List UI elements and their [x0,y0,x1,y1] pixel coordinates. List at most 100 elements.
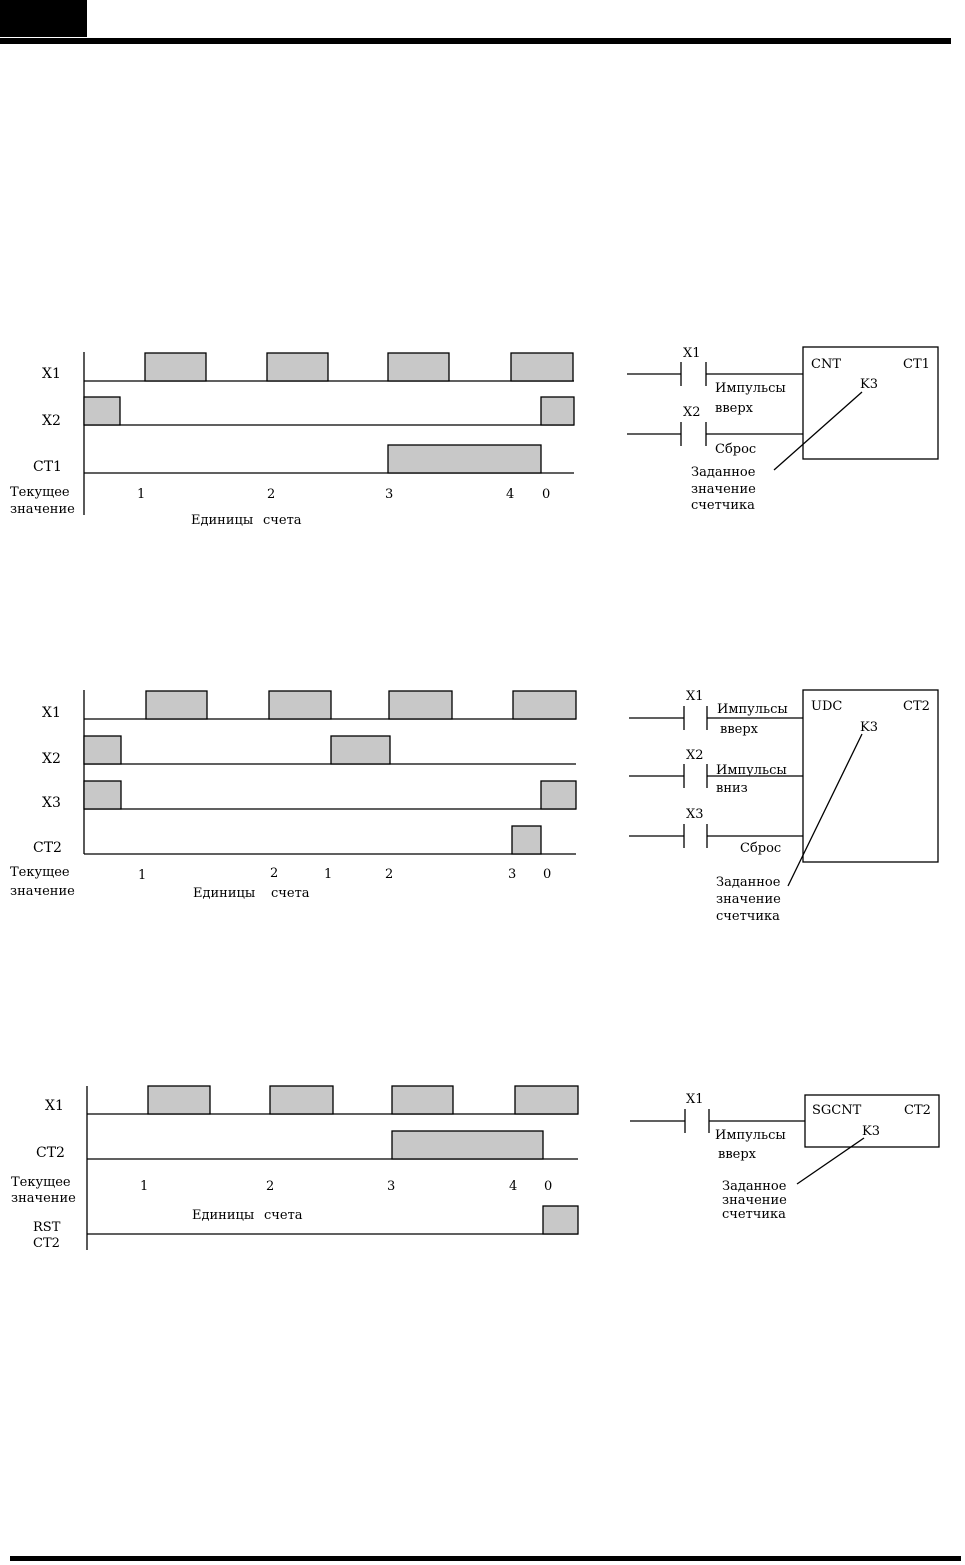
count-value: 1 [140,1179,148,1194]
pulse-ct1 [387,444,542,474]
input-label-reset: Сброс [715,442,756,457]
contact-label-x1: X1 [686,689,704,704]
reset-label: RST [33,1220,61,1235]
contact-label-x1: X1 [686,1092,704,1107]
header-corner-block [0,0,87,37]
ladder-sgcnt: X1 Импульсы вверх SGCNT CT2 K3 Заданное … [630,1092,940,1222]
counter-block-udc [802,689,939,863]
contact-label-x1: X1 [683,346,701,361]
counter-name: CT2 [904,1103,931,1118]
units-label: Единицы [192,1208,254,1223]
counter-block-sgcnt [804,1094,940,1148]
signal-label-ct1: CT1 [33,459,62,475]
preset-value: K3 [862,1124,880,1139]
ladder-cnt: X1 Импульсы вверх X2 Сброс CNT CT1 K3 За… [627,346,939,513]
pulse-x1 [269,1085,334,1115]
preset-note: Заданное [722,1179,787,1194]
count-value: 1 [324,867,332,882]
block-type: UDC [811,699,842,714]
pulse-x3 [540,780,577,810]
input-label-reset: Сброс [740,841,781,856]
count-value: 2 [270,866,278,881]
pulse-x1 [512,690,577,720]
count-value: 0 [543,867,551,882]
counter-name: CT1 [903,357,930,372]
preset-note: Заданное [691,465,756,480]
current-value-label: значение [10,502,75,517]
preset-note: значение [722,1193,787,1208]
input-label-up: Импульсы [715,1128,786,1143]
count-value: 4 [506,487,514,502]
input-label-up: вверх [720,722,759,737]
contact-label-x2: X2 [683,405,701,420]
timing-chart-udc: X1 X2 X3 CT2 Текущее значение 1 2 [10,690,577,901]
pulse-x1 [388,690,453,720]
pulse-x1 [387,352,450,382]
units-label: счета [264,1208,303,1223]
pulse-rst [542,1205,579,1235]
signal-label-x1: X1 [45,1098,64,1114]
input-label-up: вверх [715,401,754,416]
signal-label-x3: X3 [42,795,61,811]
preset-note: счетчика [691,498,755,513]
pulse-x1 [147,1085,211,1115]
count-value: 3 [508,867,516,882]
pulse-x1 [514,1085,579,1115]
preset-leader [787,733,863,887]
diagram-cnt: X1 X2 CT1 Текущее значение 1 2 3 4 0 Еди… [10,346,939,528]
pulse-x1 [145,690,208,720]
pulse-ct2 [391,1130,544,1160]
pulse-x2 [83,396,121,426]
preset-value: K3 [860,377,878,392]
contact-label-x3: X3 [686,807,704,822]
timing-chart-cnt: X1 X2 CT1 Текущее значение 1 2 3 4 0 Еди… [10,352,575,528]
preset-value: K3 [860,720,878,735]
signal-label-x1: X1 [42,366,61,382]
count-value: 4 [509,1179,517,1194]
pulse-x1 [391,1085,454,1115]
preset-leader [796,1137,865,1185]
input-label-down: вниз [716,781,748,796]
reset-label: CT2 [33,1236,60,1251]
count-value: 1 [138,868,146,883]
pulse-x1 [144,352,207,382]
diagram-sgcnt: X1 CT2 Текущее значение 1 2 3 4 0 RST CT… [11,1085,940,1251]
current-value-label: Текущее [10,865,70,880]
count-value: 2 [267,487,275,502]
pulse-x1 [266,352,329,382]
count-value: 2 [266,1179,274,1194]
ladder-udc: X1 Импульсы вверх X2 Импульсы вниз X3 Сб… [629,689,939,924]
signal-label-ct2: CT2 [36,1145,65,1161]
preset-note: Заданное [716,875,781,890]
preset-note: счетчика [716,909,780,924]
preset-leader [773,391,863,471]
count-value: 0 [544,1179,552,1194]
count-value: 2 [385,867,393,882]
current-value-label: Текущее [10,485,70,500]
input-label-up: Импульсы [717,702,788,717]
signal-label-x2: X2 [42,413,61,429]
units-label: счета [263,513,302,528]
footer-rule [10,1556,961,1561]
current-value-label: значение [11,1191,76,1206]
pulse-x2 [330,735,391,765]
counter-name: CT2 [903,699,930,714]
pulse-x1 [268,690,332,720]
preset-note: счетчика [722,1207,786,1222]
header-rule [0,38,951,44]
count-value: 3 [385,487,393,502]
counter-block-cnt [802,346,939,460]
input-label-up: Импульсы [715,381,786,396]
block-type: CNT [811,357,841,372]
pulse-x2 [540,396,575,426]
current-value-label: Текущее [11,1175,71,1190]
preset-note: значение [716,892,781,907]
units-label: счета [271,886,310,901]
pulse-ct2 [511,825,542,855]
contact-label-x2: X2 [686,748,704,763]
pulse-x1 [510,352,574,382]
count-value: 1 [137,487,145,502]
current-value-label: значение [10,884,75,899]
timing-chart-sgcnt: X1 CT2 Текущее значение 1 2 3 4 0 RST CT… [11,1085,579,1251]
